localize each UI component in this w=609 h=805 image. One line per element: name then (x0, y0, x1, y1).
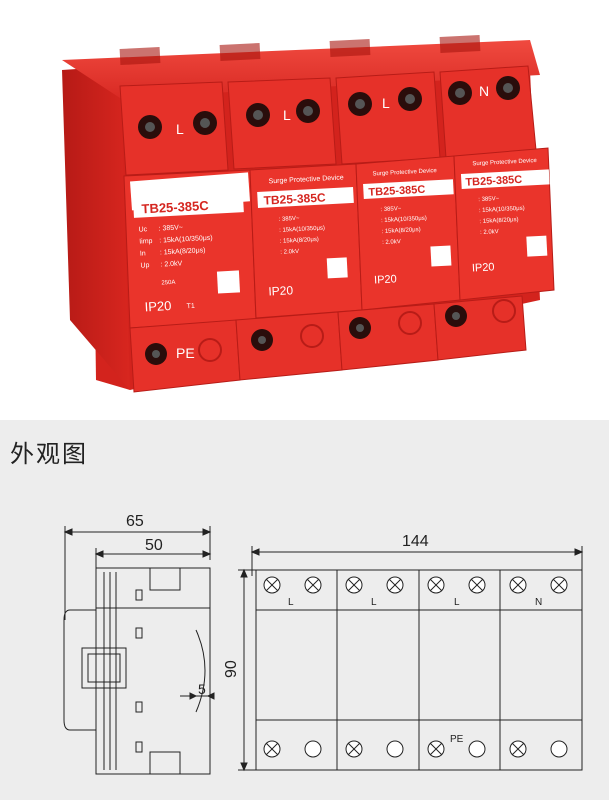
front-view (238, 546, 584, 772)
svg-text:Surge Protective Device: Surge Protective Device (372, 168, 437, 177)
svg-text:: 2.0kV: : 2.0kV (280, 249, 299, 256)
svg-text:TB25-385C: TB25-385C (368, 184, 425, 199)
front-label-n: N (535, 597, 542, 608)
terminal-hole-icon (468, 740, 486, 758)
svg-text:TB25-385C: TB25-385C (465, 174, 522, 189)
terminal-screw-icon (263, 576, 281, 594)
terminal-hole-icon (386, 740, 404, 758)
front-label-pe: PE (450, 734, 464, 745)
top-vent (439, 34, 481, 54)
svg-text:: 2.0kV: : 2.0kV (480, 229, 499, 236)
spec-in: : 15kA(8/20μs) (160, 247, 206, 256)
side-view (63, 526, 215, 775)
spec-in-label: In (140, 250, 146, 257)
top-vent (119, 46, 161, 66)
terminal-block-4 (439, 65, 537, 159)
svg-text:IP20: IP20 (374, 273, 397, 286)
front-label-l1: L (288, 597, 294, 608)
terminal-screw-icon (427, 576, 445, 594)
spec-iimp: : 15kA(10/350μs) (159, 235, 213, 245)
front-label-l2: L (371, 597, 377, 608)
svg-text:Surge Protective Device: Surge Protective Device (472, 158, 537, 167)
terminal-label-l1: L (176, 121, 184, 137)
section-header: 外观图 (0, 420, 609, 480)
terminal-block-2 (227, 77, 337, 170)
bottom-terminals (263, 740, 568, 758)
terminal-screw-icon (509, 740, 527, 758)
product-photo: L L L N Surge Protective Device TB25-385… (62, 34, 555, 393)
lower-terminal-2 (235, 311, 343, 381)
svg-text:: 2.0kV: : 2.0kV (382, 239, 401, 246)
svg-text:: 385V~: : 385V~ (278, 216, 300, 223)
svg-text:: 15kA(10/350μs): : 15kA(10/350μs) (479, 206, 525, 214)
svg-text:IP20: IP20 (472, 261, 495, 274)
model-label: TB25-385C (141, 198, 210, 217)
svg-text:: 385V~: : 385V~ (380, 206, 402, 213)
terminal-screw-icon (345, 576, 363, 594)
upper-screws (138, 76, 520, 139)
terminal-screw-icon (263, 740, 281, 758)
terminal-screw-icon (427, 740, 445, 758)
brand-text: Surge Protective Device (148, 182, 223, 193)
module-3-labels: Surge Protective Device TB25-385C : 385V… (363, 168, 454, 287)
top-terminals (263, 576, 568, 594)
spec-up: : 2.0kV (160, 260, 182, 268)
terminal-label-pe: PE (176, 345, 195, 361)
module-2-labels: Surge Protective Device TB25-385C : 385V… (257, 174, 354, 299)
terminal-screw-icon (550, 576, 568, 594)
terminal-label-l3: L (382, 95, 390, 111)
svg-text:: 385V~: : 385V~ (478, 196, 500, 203)
dim-50-label: 50 (145, 537, 163, 554)
terminal-label-n: N (479, 83, 489, 99)
svg-text:: 15kA(8/20μs): : 15kA(8/20μs) (280, 237, 319, 245)
dim-144-label: 144 (402, 533, 429, 550)
svg-text:: 15kA(10/350μs): : 15kA(10/350μs) (381, 216, 427, 224)
terminal-block-1 (119, 81, 229, 176)
technical-drawing: 65 50 5 144 90 L L L N PE (63, 513, 584, 775)
spec-iimp-label: Iimp (139, 238, 153, 246)
t-mark: T1 (187, 303, 196, 310)
dim-65-label: 65 (126, 513, 144, 530)
lower-terminal-4 (433, 295, 527, 361)
top-vent (329, 38, 371, 58)
ip-rating: IP20 (144, 298, 171, 314)
svg-text:: 15kA(8/20μs): : 15kA(8/20μs) (381, 227, 420, 235)
dimension-drawing: 65 50 5 144 90 L L L N PE (0, 480, 609, 800)
dim-5-label: 5 (198, 681, 206, 697)
housing-left-side (62, 66, 130, 390)
dim-90-label: 90 (223, 660, 240, 678)
section-title: 外观图 (10, 440, 88, 468)
svg-text:Surge Protective Device: Surge Protective Device (268, 174, 343, 185)
svg-text:TB25-385C: TB25-385C (263, 190, 326, 207)
terminal-hole-icon (304, 740, 322, 758)
surge-protector-illustration: L L L N Surge Protective Device TB25-385… (62, 34, 555, 393)
svg-text:IP20: IP20 (268, 283, 294, 298)
terminal-screw-icon (386, 576, 404, 594)
top-vent (219, 42, 261, 62)
module-1-labels: Surge Protective Device TB25-385C Uc : 3… (133, 182, 244, 314)
svg-text:: 15kA(10/350μs): : 15kA(10/350μs) (279, 225, 325, 233)
terminal-screw-icon (304, 576, 322, 594)
module-4-labels: Surge Protective Device TB25-385C : 385V… (460, 158, 550, 275)
terminal-screw-icon (468, 576, 486, 594)
terminal-screw-icon (509, 576, 527, 594)
lower-screws (145, 299, 516, 365)
fuse-rating: 250A (161, 280, 175, 287)
svg-text:: 15kA(8/20μs): : 15kA(8/20μs) (479, 217, 518, 225)
lower-terminal-3 (337, 303, 439, 371)
front-label-l3: L (454, 597, 460, 608)
terminal-screw-icon (345, 740, 363, 758)
spec-uc: : 385V~ (158, 224, 183, 232)
spec-uc-label: Uc (138, 226, 147, 233)
terminal-block-3 (335, 71, 441, 165)
terminal-hole-icon (550, 740, 568, 758)
terminal-label-l2: L (283, 107, 291, 123)
qr-code (216, 270, 241, 294)
spec-up-label: Up (140, 262, 149, 269)
